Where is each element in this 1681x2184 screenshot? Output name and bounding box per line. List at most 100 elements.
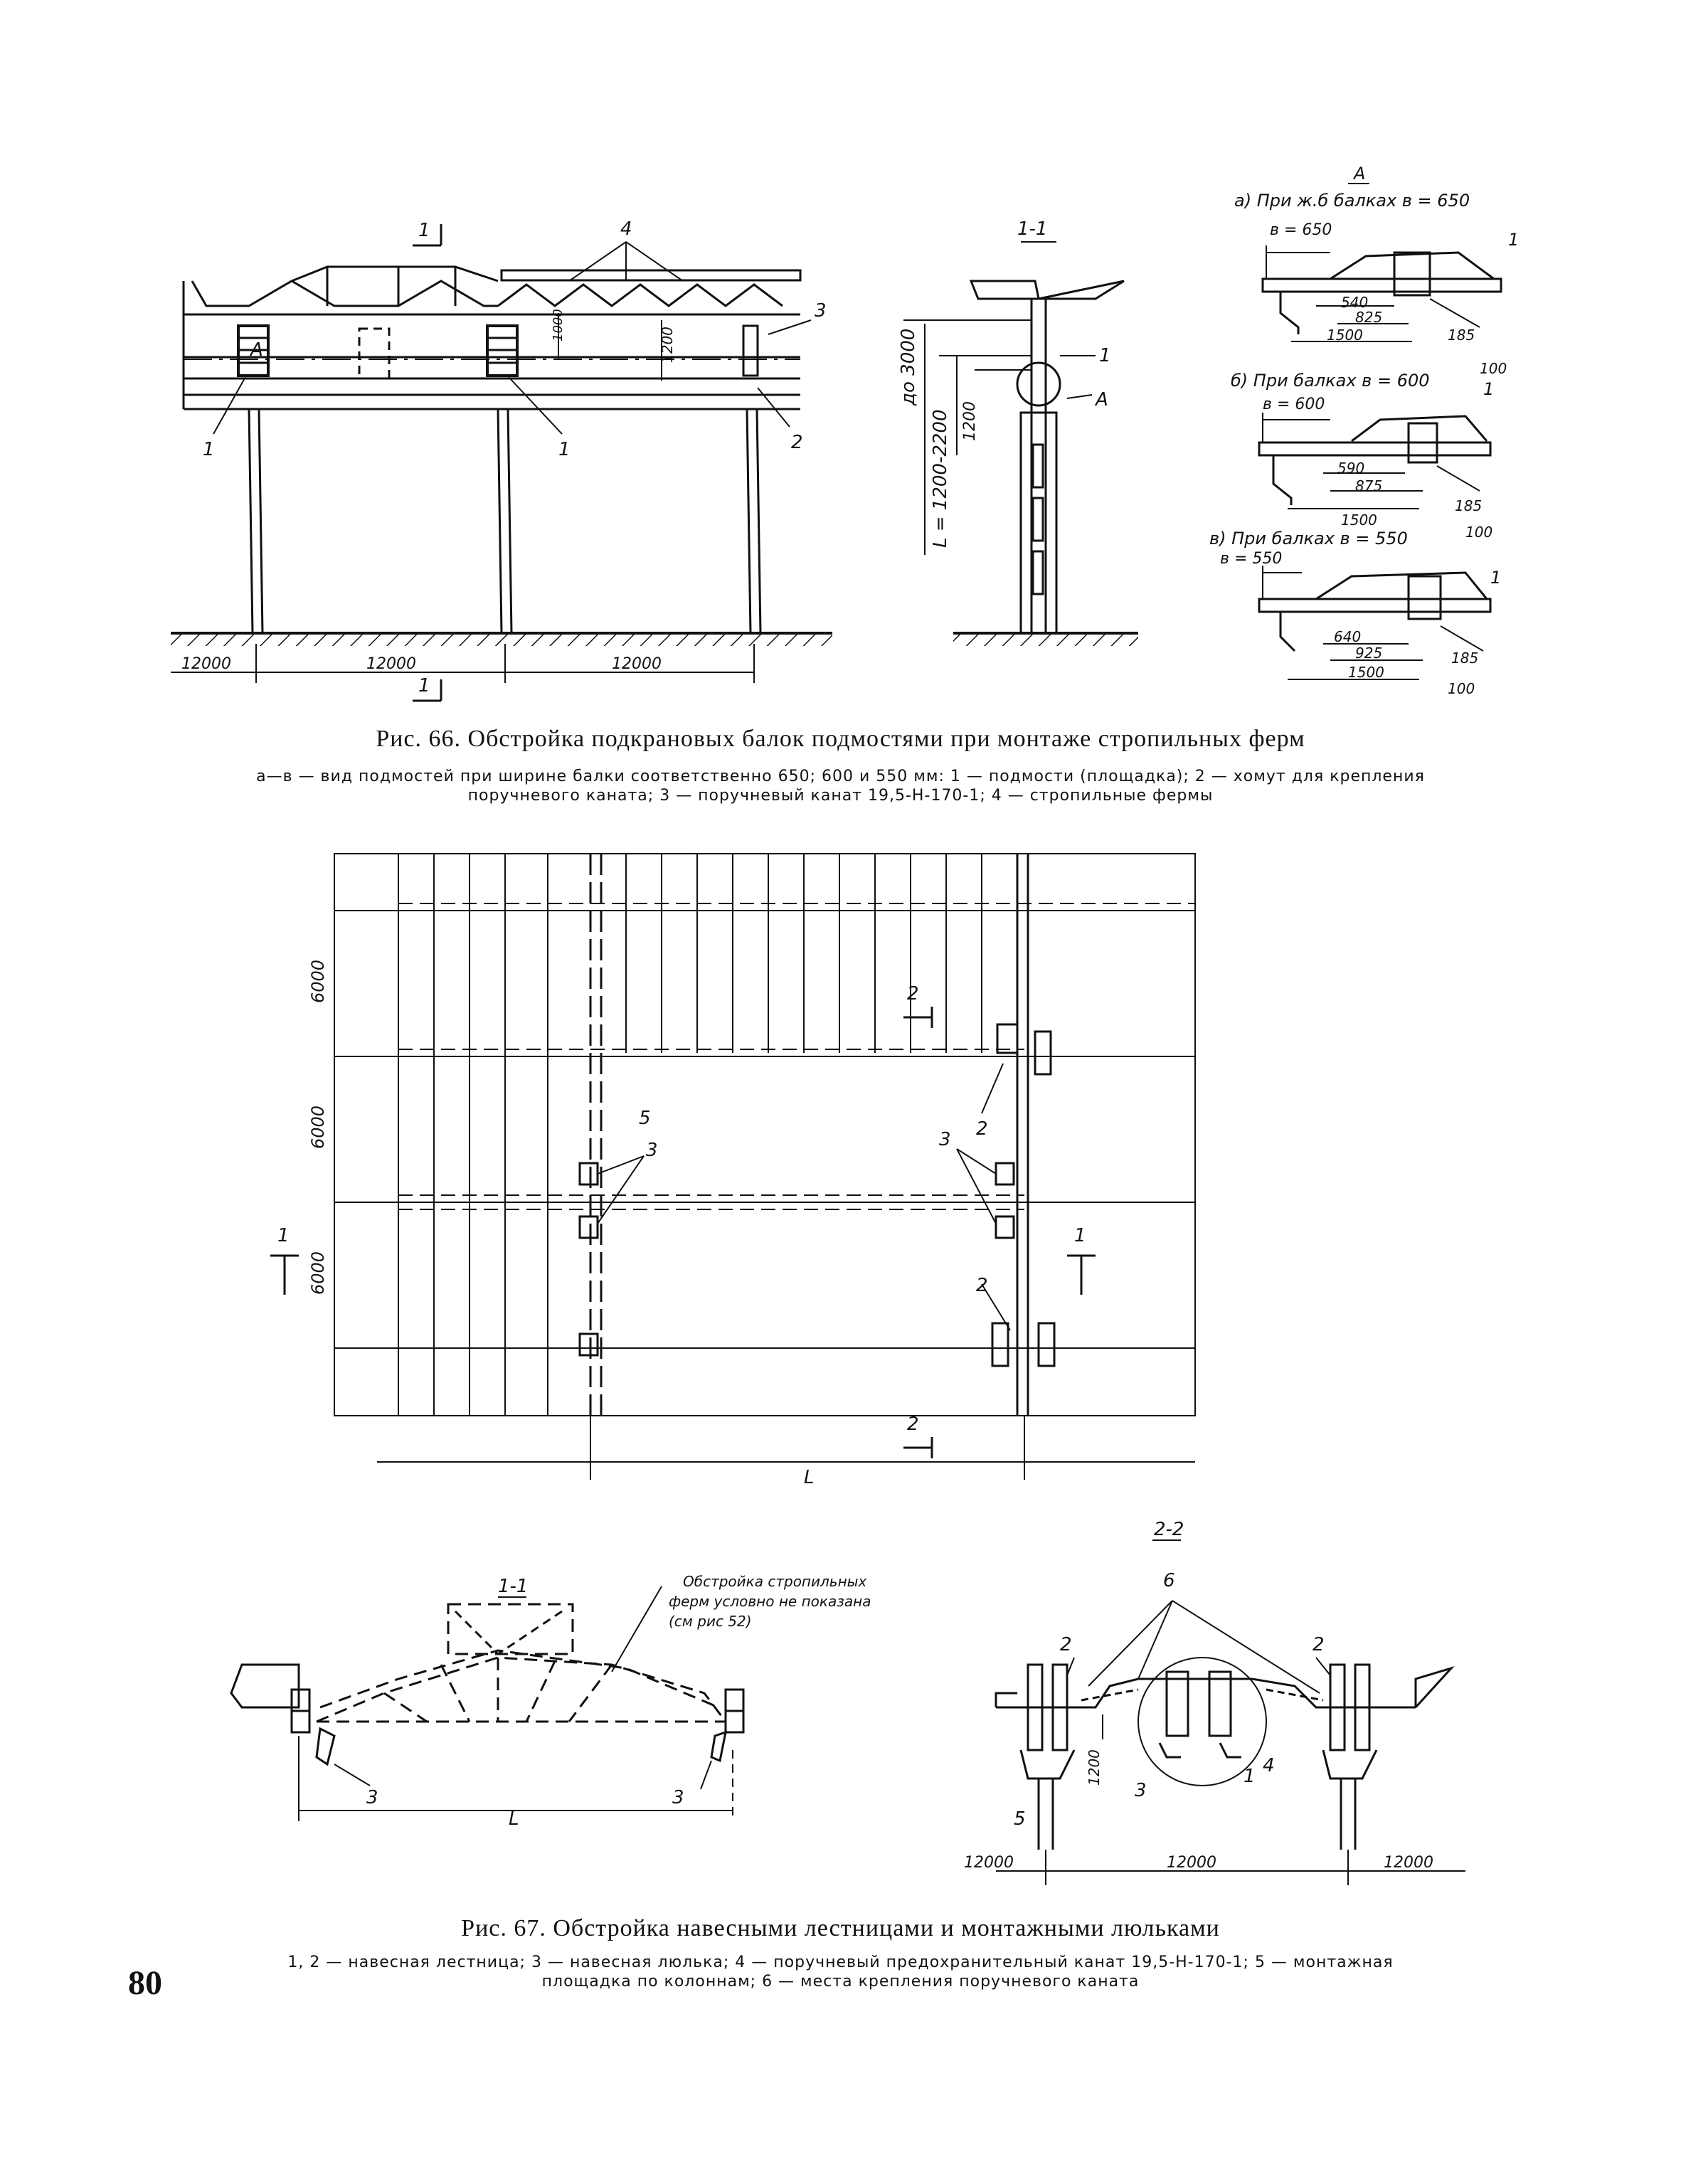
dim-up-to-3000: до 3000 (898, 329, 919, 406)
label-3: 3 (815, 300, 827, 322)
mark-1-right: 1 (1074, 1225, 1086, 1246)
mark-1-left: 1 (277, 1225, 290, 1246)
fig67-section-2-2 (995, 1539, 1465, 1885)
dim-1200: 1200 (1086, 1749, 1103, 1786)
fig67-title: Рис. 67. Обстройка навесными лестницами … (461, 1915, 1220, 1941)
fig66-elevation-labels: 1 1 4 3 1 1 2 A 1000 1200 12000 12000 12… (181, 218, 827, 696)
a-b: в = 650 (1270, 221, 1332, 239)
span-2: 12000 (1167, 1854, 1216, 1872)
dim-1000: 1000 (551, 309, 566, 341)
c-b: в = 550 (1220, 550, 1282, 568)
note-line2: ферм условно не показана (669, 1593, 871, 1610)
a-1: 1 (1508, 230, 1519, 250)
label-4: 4 (620, 218, 632, 240)
fig66-detail-A-labels: A а) При ж.б балках в = 650 в = 650 540 … (1209, 164, 1519, 697)
section-title: 2-2 (1154, 1519, 1184, 1540)
dim-6000-1: 6000 (308, 960, 328, 1003)
label-2-top: 2 (976, 1118, 988, 1140)
label-1: 1 (1243, 1766, 1256, 1787)
detail-a (1261, 245, 1502, 342)
label-3-left: 3 (366, 1787, 378, 1808)
c-925: 925 (1355, 645, 1382, 662)
a-540: 540 (1341, 294, 1368, 311)
caption-b: б) При балках в = 600 (1231, 371, 1430, 391)
fig67-section-1-1 (230, 1586, 745, 1821)
fig67-plan (270, 853, 1196, 1480)
fig67-legend-line2: площадка по колоннам; 6 — места креплени… (541, 1973, 1140, 1990)
label-2: 2 (791, 432, 803, 453)
page-number: 80 (128, 1964, 162, 2002)
fig67-legend-line1: 1, 2 — навесная лестница; 3 — навесная л… (287, 1954, 1394, 1971)
fig67-section-1-1-labels: 1-1 Обстройка стропильных ферм условно н… (366, 1573, 871, 1830)
dim-1200: 1200 (659, 327, 676, 363)
dim-6000-3: 6000 (308, 1251, 328, 1295)
label-3: 3 (1135, 1780, 1147, 1801)
label-6: 6 (1163, 1570, 1175, 1591)
label-1a: 1 (203, 439, 215, 460)
caption-c: в) При балках в = 550 (1209, 529, 1408, 548)
a-185: 185 (1448, 327, 1475, 344)
fig66-legend-line2: поручневого каната; 3 — поручневый канат… (467, 787, 1214, 805)
label-5: 5 (1014, 1808, 1026, 1830)
label-2-bottom: 2 (976, 1275, 988, 1296)
b-b: в = 600 (1263, 396, 1325, 413)
c-640: 640 (1334, 628, 1361, 645)
mark-2-top: 2 (907, 983, 919, 1004)
label-A: A (1094, 389, 1108, 410)
span-3: 12000 (1384, 1854, 1433, 1872)
span-1: 12000 (181, 655, 231, 673)
fig66-section-1-1-labels: 1-1 до 3000 L = 1200-2200 1200 1 A (898, 218, 1111, 548)
dim-L: L = 1200-2200 (930, 409, 951, 548)
label-4: 4 (1263, 1755, 1275, 1776)
a-100: 100 (1480, 360, 1507, 377)
label-3-left: 3 (646, 1140, 658, 1161)
span-3: 12000 (612, 655, 662, 673)
dim-6000-2: 6000 (308, 1106, 328, 1149)
c-1: 1 (1490, 568, 1501, 588)
label-3-right: 3 (939, 1129, 951, 1150)
fig66-detail-A (1258, 183, 1502, 680)
dim-1200: 1200 (961, 401, 979, 441)
section-mark-top: 1 (418, 220, 430, 241)
section-mark-bottom: 1 (418, 675, 430, 696)
span-L: L (804, 1467, 815, 1488)
detail-title: A (1352, 164, 1365, 184)
fig66-elevation (171, 224, 832, 702)
note-line1: Обстройка стропильных (683, 1573, 866, 1590)
span-2: 12000 (366, 655, 416, 673)
caption-a: а) При ж.б балках в = 650 (1234, 191, 1470, 211)
label-1b: 1 (558, 439, 571, 460)
note-line3: (см рис 52) (669, 1613, 752, 1630)
label-5: 5 (639, 1108, 651, 1129)
section-title: 1-1 (1017, 218, 1047, 240)
mark-2-bottom: 2 (907, 1414, 919, 1435)
label-A: A (249, 339, 263, 361)
detail-c (1258, 566, 1492, 680)
b-185: 185 (1455, 497, 1482, 514)
b-875: 875 (1355, 477, 1382, 494)
b-1500: 1500 (1341, 511, 1377, 529)
span-1: 12000 (964, 1854, 1014, 1872)
c-100: 100 (1448, 680, 1475, 697)
b-590: 590 (1337, 460, 1364, 477)
ground-hatch-2 (953, 633, 1138, 646)
fig67-section-2-2-labels: 2-2 6 2 2 5 3 1 4 1200 12000 12000 12000 (964, 1519, 1433, 1872)
section-title: 1-1 (498, 1576, 528, 1597)
a-1500: 1500 (1327, 327, 1363, 344)
c-1500: 1500 (1348, 664, 1384, 681)
label-2-left: 2 (1060, 1634, 1072, 1655)
c-185: 185 (1451, 650, 1478, 667)
label-1: 1 (1099, 345, 1111, 366)
span-L: L (509, 1808, 519, 1830)
label-3-right: 3 (672, 1787, 684, 1808)
b-100: 100 (1465, 524, 1492, 541)
fig66-legend-line1: а—в — вид подмостей при ширине балки соо… (256, 768, 1425, 785)
fig66-title: Рис. 66. Обстройка подкрановых балок под… (376, 726, 1305, 752)
fig67-plan-labels: 6000 6000 6000 L 2 2 1 1 5 3 3 2 2 (277, 960, 1086, 1488)
ground-hatch-1 (171, 633, 832, 646)
label-2-right: 2 (1313, 1634, 1325, 1655)
detail-b (1258, 413, 1492, 509)
a-825: 825 (1355, 309, 1382, 326)
b-1: 1 (1483, 379, 1494, 399)
